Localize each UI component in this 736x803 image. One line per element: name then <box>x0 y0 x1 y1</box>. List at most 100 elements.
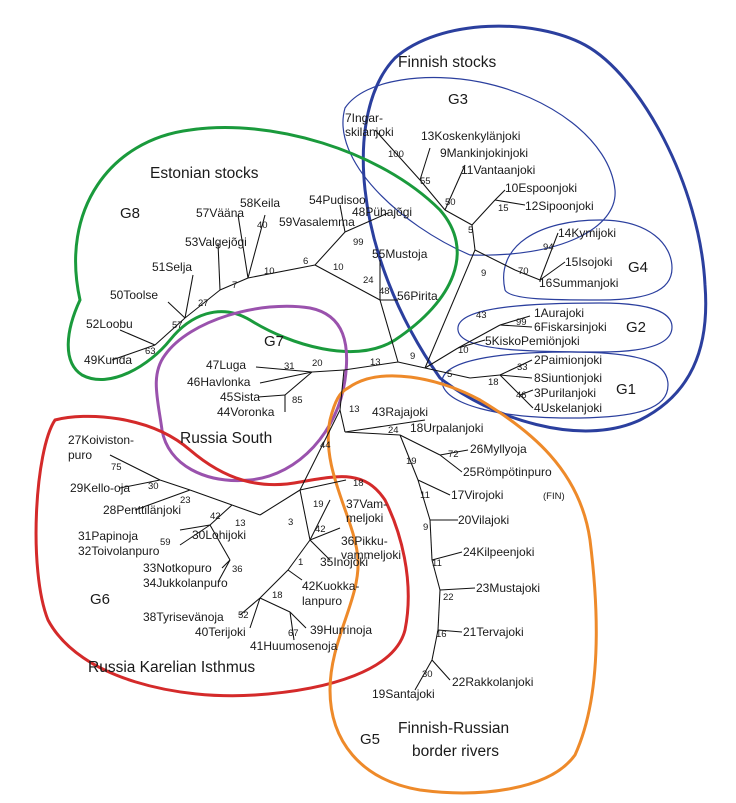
support-value: 59 <box>160 537 171 548</box>
leaf-label: 3Purilanjoki <box>534 386 596 400</box>
leaf-label: 9Mankinjokinjoki <box>440 146 528 160</box>
leaf-label: 43Rajajoki <box>372 405 428 419</box>
leaf-label: 13Koskenkylänjoki <box>421 129 520 143</box>
support-value: 19 <box>406 456 417 467</box>
leaf-label: 46Havlonka <box>187 375 251 389</box>
support-value: 36 <box>232 564 243 575</box>
support-value: 94 <box>543 242 554 253</box>
leaf-label: 41Huumosenoja <box>250 639 338 653</box>
border-rivers-outline <box>326 374 598 795</box>
leaf-label: 29Kello-oja <box>70 481 130 495</box>
support-value: 15 <box>498 203 509 214</box>
leaf-label: 28Penttilänjoki <box>103 503 181 517</box>
support-value: 5 <box>447 369 452 380</box>
leaf-label: 32Toivolanpuro <box>78 544 160 558</box>
support-value: 99 <box>353 237 364 248</box>
support-value: 44 <box>320 440 331 451</box>
support-value: 6 <box>303 256 308 267</box>
support-value: 75 <box>111 462 122 473</box>
leaf-label: 57Vääna <box>196 206 244 220</box>
leaf-label: 56Pirita <box>397 289 438 303</box>
support-value: 48 <box>379 286 390 297</box>
support-value: 16 <box>436 629 447 640</box>
group-g1-label: G1 <box>616 381 636 398</box>
leaf-label: 47Luga <box>206 358 246 372</box>
support-value: 70 <box>518 266 529 277</box>
leaf-label: 24Kilpeenjoki <box>463 545 534 559</box>
leaf-label: 15Isojoki <box>565 255 612 269</box>
leaf-label: 30Lohijoki <box>192 528 246 542</box>
leaf-label: 58Keila <box>240 196 280 210</box>
leaf-label: 2Paimionjoki <box>534 353 602 367</box>
support-value: 20 <box>312 358 323 369</box>
support-value: 42 <box>210 511 221 522</box>
group-g5-label: G5 <box>360 731 380 748</box>
leaf-label: meljoki <box>346 511 383 525</box>
support-value: 40 <box>257 220 268 231</box>
support-value: 23 <box>180 495 191 506</box>
leaf-label: skilanjoki <box>345 125 394 139</box>
leaf-label: 48Pühajõgi <box>352 205 412 219</box>
support-value: 85 <box>292 395 303 406</box>
support-value: 13 <box>370 357 381 368</box>
support-value: 18 <box>353 478 364 489</box>
leaf-label: 17Virojoki <box>451 488 503 502</box>
support-value: 33 <box>517 362 528 373</box>
support-value: 13 <box>235 518 246 529</box>
support-value: 72 <box>448 449 459 460</box>
russia-south-label: Russia South <box>180 430 272 447</box>
russia-south-outline <box>154 304 349 483</box>
support-value: 9 <box>423 522 428 533</box>
leaf-label: 22Rakkolanjoki <box>452 675 533 689</box>
leaf-label: 34Jukkolanpuro <box>143 576 228 590</box>
support-value: 9 <box>410 351 415 362</box>
support-value: 63 <box>145 346 156 357</box>
group-g3-label: G3 <box>448 91 468 108</box>
leaf-label: 55Mustoja <box>372 247 428 261</box>
support-value: 18 <box>488 377 499 388</box>
support-value: 10 <box>333 262 344 273</box>
border-rivers-leaves: 43Rajajoki 18Urpalanjoki 26Myllyoja 25Rö… <box>372 405 565 701</box>
leaf-label: 59Vasalemma <box>279 215 355 229</box>
support-value: 100 <box>388 149 404 160</box>
group-g6-label: G6 <box>90 591 110 608</box>
leaf-label: 8Siuntionjoki <box>534 371 602 385</box>
leaf-label: 11Vantaanjoki <box>461 163 535 177</box>
g1-outline <box>441 351 669 419</box>
leaf-label: 10Espoonjoki <box>505 181 577 195</box>
leaf-label: 40Terijoki <box>195 625 246 639</box>
karelian-isthmus-label: Russia Karelian Isthmus <box>88 659 255 676</box>
support-value: 52 <box>238 610 249 621</box>
leaf-label: 1Aurajoki <box>534 306 584 320</box>
support-value: 9 <box>481 268 486 279</box>
leaf-label: 14Kymijoki <box>558 226 616 240</box>
support-value: 67 <box>288 628 299 639</box>
support-value: 27 <box>198 298 209 309</box>
leaf-label: vammeljoki <box>341 548 401 562</box>
leaf-label: 52Loobu <box>86 317 133 331</box>
border-rivers-label-line2: border rivers <box>412 743 499 760</box>
g2-outline <box>457 302 673 353</box>
leaf-label: 25Römpötinpuro <box>463 465 552 479</box>
karelian-leaves: 27Koiviston- puro 29Kello-oja 28Penttilä… <box>68 433 401 653</box>
leaf-label: 36Pikku- <box>341 534 388 548</box>
support-value: 46 <box>516 390 527 401</box>
leaf-label: 51Selja <box>152 260 192 274</box>
leaf-label: 42Kuokka- <box>302 579 359 593</box>
leaf-label: 20Vilajoki <box>458 513 509 527</box>
support-value: 57 <box>172 320 183 331</box>
leaf-label: 18Urpalanjoki <box>410 421 483 435</box>
support-value: 1 <box>298 557 303 568</box>
support-value: 3 <box>288 517 293 528</box>
leaf-label: 37Vam- <box>346 497 387 511</box>
leaf-note: (FIN) <box>543 491 565 502</box>
leaf-label: 38Tyrisevänoja <box>143 610 224 624</box>
leaf-label: 50Toolse <box>110 288 158 302</box>
leaf-label: 39Hurrinoja <box>310 623 372 637</box>
leaf-label: 16Summanjoki <box>539 276 618 290</box>
leaf-label: 27Koiviston- <box>68 433 134 447</box>
support-value: 55 <box>420 176 431 187</box>
support-value: 30 <box>422 669 433 680</box>
leaf-label: 53Valgejõgi <box>185 235 247 249</box>
estonian-leaves: 58Keila 57Vääna 54Pudisoo 48Pühajõgi 59V… <box>84 193 438 367</box>
